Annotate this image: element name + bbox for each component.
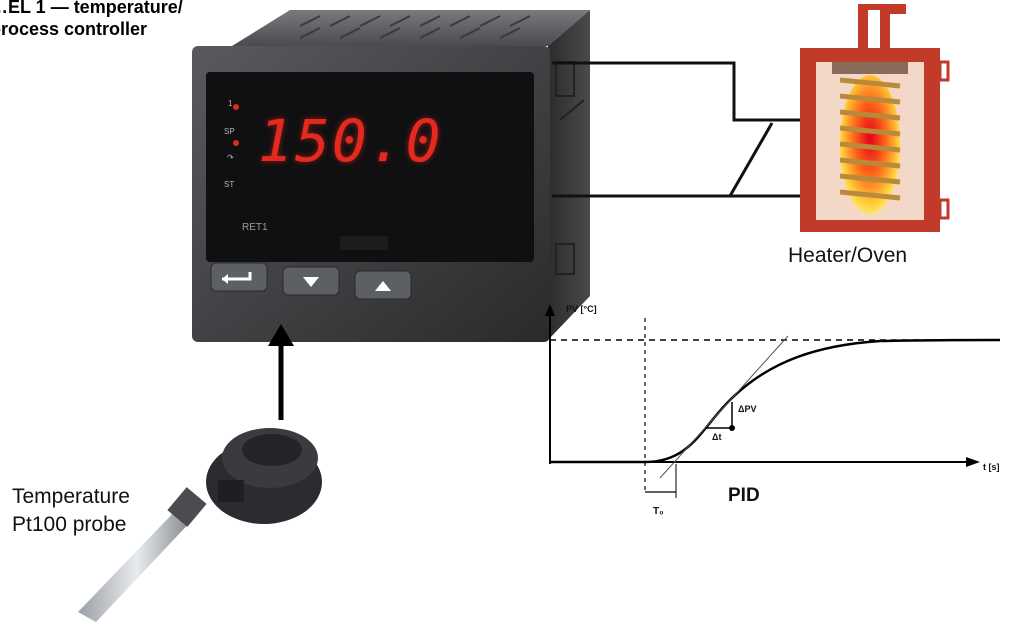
title-line-1: …EL 1 — temperature/ (0, 0, 183, 17)
indicator-sp-label: SP (224, 127, 235, 136)
indicator-1-label: 1 (228, 99, 233, 108)
signal-arrow-head (268, 324, 294, 346)
pid-caption: PID (728, 485, 760, 506)
led-sp (233, 140, 239, 146)
down-button[interactable] (282, 266, 340, 296)
indicator-st-label: ST (224, 180, 235, 189)
relay-switch-wiring (552, 61, 800, 198)
pt100-probe-icon (78, 428, 322, 622)
probe-label-line-2: Pt100 probe (12, 513, 127, 536)
title-line-2: process controller (0, 19, 148, 39)
dead-time-label: T₀ (653, 506, 664, 517)
heater-oven-icon (800, 4, 950, 232)
wire-top (552, 61, 800, 122)
x-axis-arrow (966, 457, 980, 467)
controller-side (548, 10, 590, 340)
indicator-arrow-label: ↷ (227, 153, 234, 162)
tangent-line (659, 335, 789, 479)
top-vents (299, 15, 531, 39)
delta-t-label: Δt (712, 432, 722, 442)
model-label: RET1 (242, 222, 268, 233)
temperature-controller (192, 10, 590, 342)
response-curve (550, 338, 1001, 464)
up-button[interactable] (354, 270, 412, 300)
process-value-display: 150.0 (258, 107, 443, 175)
display-sub-panel (340, 236, 388, 250)
enter-button[interactable] (210, 262, 268, 292)
x-axis-label: t [s] (983, 462, 1000, 472)
controller-top (232, 10, 590, 46)
delta-pv-label: ΔPV (738, 404, 757, 414)
probe-label-line-1: Temperature (12, 485, 130, 508)
y-axis-arrow (545, 304, 555, 316)
y-axis-label: PV [°C] (566, 304, 597, 314)
display-panel (206, 72, 534, 262)
pid-response-graph (545, 304, 1001, 498)
heater-label: Heater/Oven (788, 244, 908, 267)
led-1 (233, 104, 239, 110)
